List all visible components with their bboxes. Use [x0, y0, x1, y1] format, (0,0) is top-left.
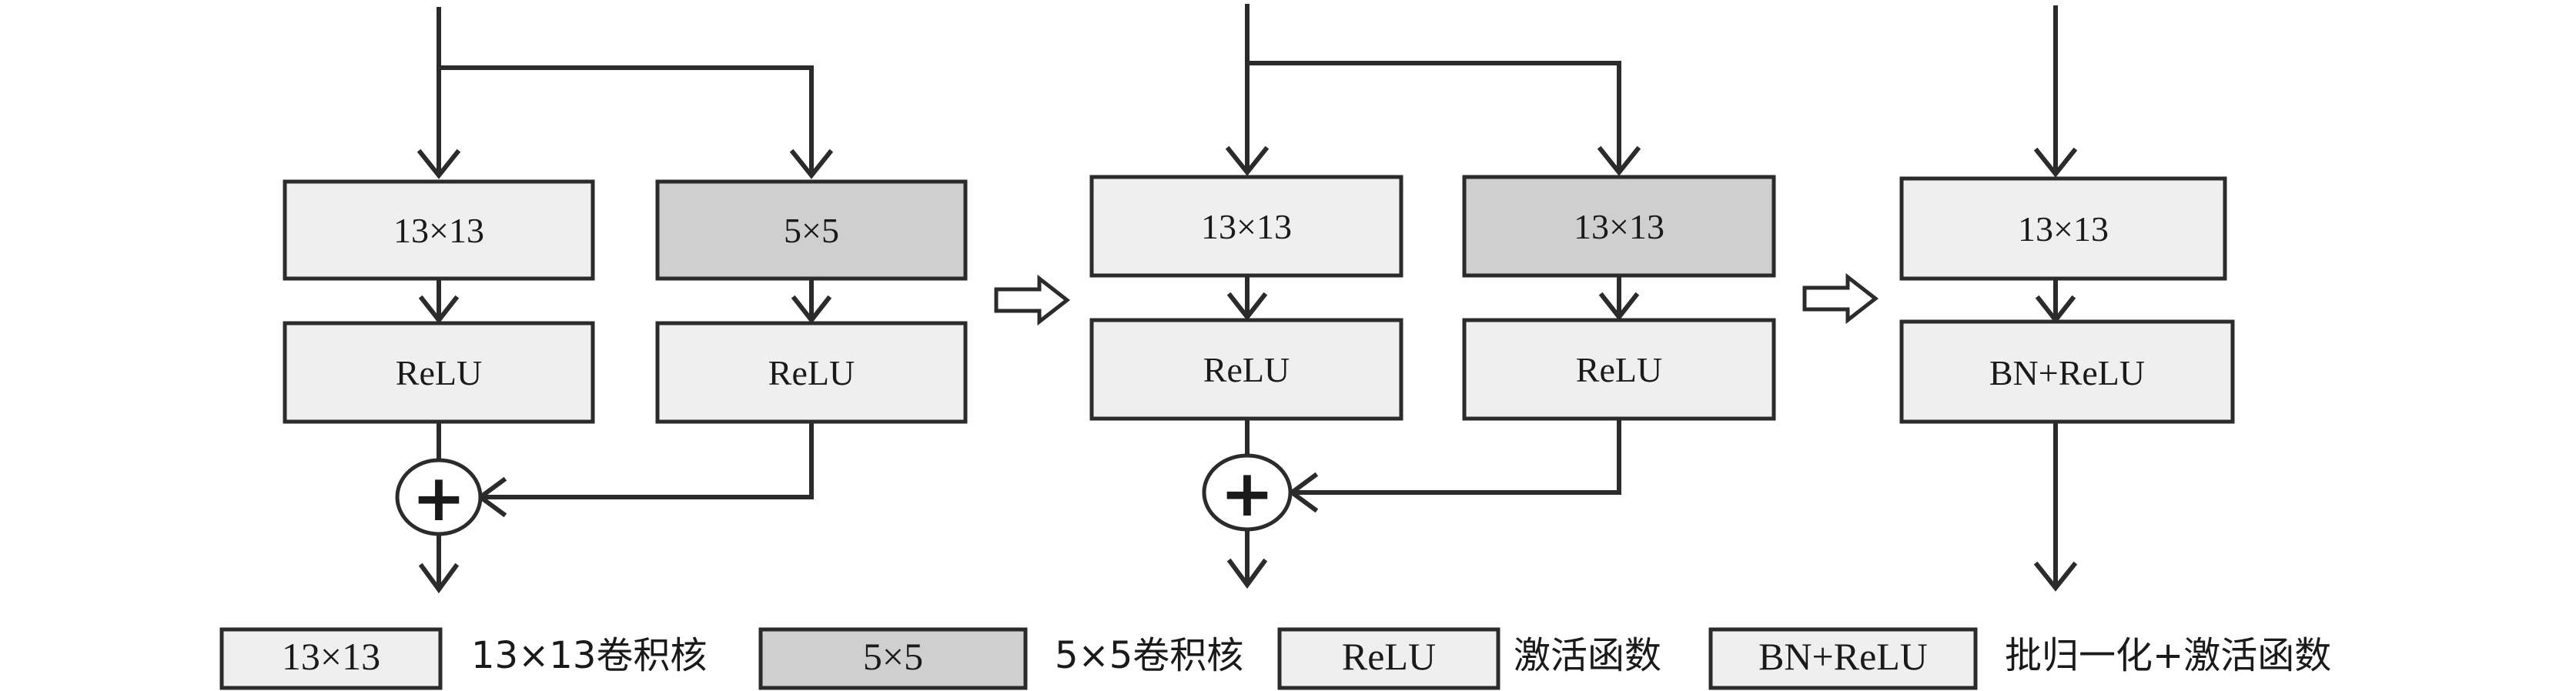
legend-bn-relu-description: 批归一化+激活函数 — [2005, 634, 2331, 677]
stage2-right-conv-label: 13×13 — [1574, 207, 1664, 246]
legend-5x5-swatch-label: 5×5 — [863, 635, 923, 678]
stage1-left-conv-label: 13×13 — [393, 211, 484, 250]
stage1-sum-node-icon — [395, 458, 483, 536]
stage2-right-conv-box — [1462, 175, 1776, 278]
stage3-conv-box — [1899, 176, 2227, 281]
stage2-right-relu-box — [1462, 318, 1776, 421]
stage2-sum-node-icon — [1202, 453, 1293, 532]
stage1: 13×13 5×5 ReLU ReLU + — [283, 179, 968, 536]
stage1-sum-symbol: + — [412, 460, 466, 536]
stage3-connectors — [2033, 5, 2078, 592]
stage2: 13×13 13×13 ReLU ReLU + — [1089, 175, 1776, 532]
legend-13x13-swatch — [219, 627, 443, 690]
legend-bn-relu-swatch-label: BN+ReLU — [1758, 635, 1928, 678]
stage3-bn-relu-label: BN+ReLU — [1989, 353, 2145, 392]
transition-arrow-1-icon — [994, 274, 1071, 326]
stage1-right-relu-box — [655, 321, 968, 424]
legend-bn-relu-swatch — [1708, 627, 1978, 690]
stage1-left-relu-box — [283, 321, 595, 424]
legend: 13×13 13×13卷积核 5×5 5×5卷积核 ReLU 激活函数 BN+R… — [219, 627, 2331, 690]
legend-5x5-swatch — [758, 627, 1028, 690]
stage1-left-conv-box — [283, 179, 595, 281]
legend-relu-description: 激活函数 — [1514, 634, 1661, 677]
stage2-left-relu-label: ReLU — [1203, 350, 1290, 389]
stage1-right-relu-label: ReLU — [768, 353, 855, 392]
stage2-left-conv-label: 13×13 — [1201, 207, 1292, 246]
stage1-right-conv-label: 5×5 — [784, 211, 839, 250]
stage1-left-relu-label: ReLU — [396, 353, 482, 392]
legend-relu-swatch-label: ReLU — [1342, 635, 1436, 678]
stage2-left-relu-box — [1089, 318, 1403, 421]
stage2-left-conv-box — [1089, 175, 1403, 278]
stage2-right-relu-label: ReLU — [1576, 350, 1662, 389]
legend-relu-swatch — [1277, 627, 1500, 690]
legend-5x5-description: 5×5卷积核 — [1055, 634, 1243, 677]
stage3: 13×13 BN+ReLU — [1899, 176, 2235, 424]
legend-13x13-swatch-label: 13×13 — [282, 635, 380, 678]
stage1-right-conv-box — [655, 179, 968, 281]
transition-arrow-2-icon — [1802, 272, 1879, 325]
legend-13x13-description: 13×13卷积核 — [471, 634, 707, 677]
stage1-connectors — [417, 7, 834, 594]
stage2-connectors — [1225, 4, 1641, 589]
stage3-conv-label: 13×13 — [2018, 209, 2109, 249]
stage2-sum-symbol: + — [1220, 456, 1274, 531]
stage3-bn-relu-box — [1899, 319, 2235, 424]
